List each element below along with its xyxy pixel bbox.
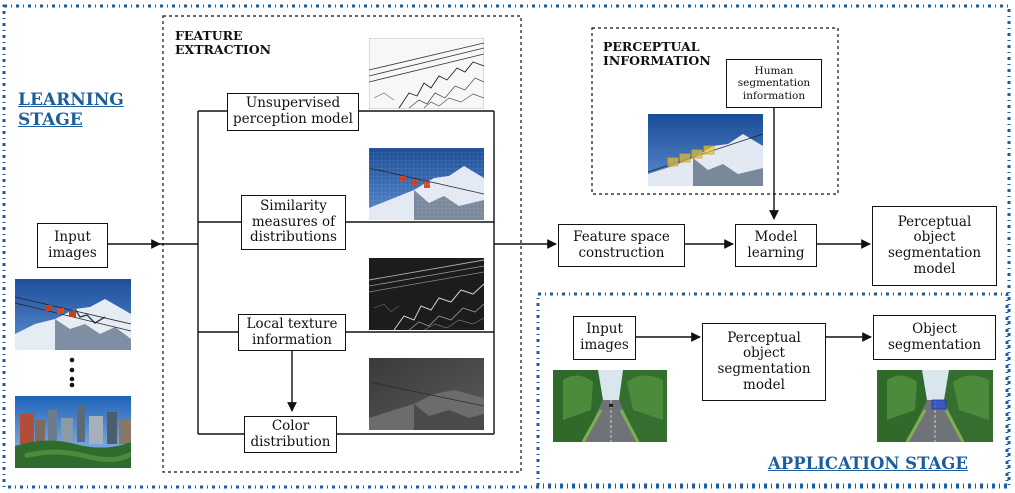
ski-lift-photo <box>15 279 131 350</box>
application-stage-title: APPLICATION STAGE <box>768 454 968 473</box>
ellipsis-dot <box>69 376 75 382</box>
edge-map-image <box>369 38 484 109</box>
road-photo <box>553 370 667 442</box>
ellipsis-dot <box>69 367 75 373</box>
app-perceptual-object-segmentation-model-box: Perceptual object segmentation model <box>702 323 826 401</box>
similarity-measures-box: Similarity measures of distributions <box>241 195 346 250</box>
ellipsis-dot <box>69 357 75 363</box>
local-texture-information-box: Local texture information <box>238 314 346 351</box>
learning-stage-title: LEARNING STAGE <box>18 90 124 130</box>
feature-space-construction-box: Feature space construction <box>558 224 685 267</box>
app-input-images-box: Input images <box>573 316 636 360</box>
object-segmentation-box: Object segmentation <box>873 315 996 360</box>
segmented-road-photo <box>877 370 993 442</box>
learning-stage-border <box>2 4 1011 489</box>
grid-overlay-image <box>369 148 484 220</box>
human-segmentation-information-box: Human segmentation information <box>726 59 822 108</box>
application-stage-border <box>536 292 1009 487</box>
perceptual-object-segmentation-model-box: Perceptual object segmentation model <box>872 206 997 286</box>
texture-map-image <box>369 258 484 330</box>
feature-extraction-title: FEATURE EXTRACTION <box>175 28 272 57</box>
unsupervised-perception-model-box: Unsupervised perception model <box>227 93 359 131</box>
color-distribution-box: Color distribution <box>244 416 337 453</box>
color-distribution-image <box>369 358 484 430</box>
perceptual-information-border <box>591 27 839 195</box>
annotated-ski-lift-photo <box>648 114 763 186</box>
input-images-box: Input images <box>37 223 108 268</box>
model-learning-box: Model learning <box>735 224 817 267</box>
city-park-photo <box>15 396 131 468</box>
ellipsis-dot <box>69 382 75 388</box>
perceptual-information-title: PERCEPTUAL INFORMATION <box>603 39 711 68</box>
